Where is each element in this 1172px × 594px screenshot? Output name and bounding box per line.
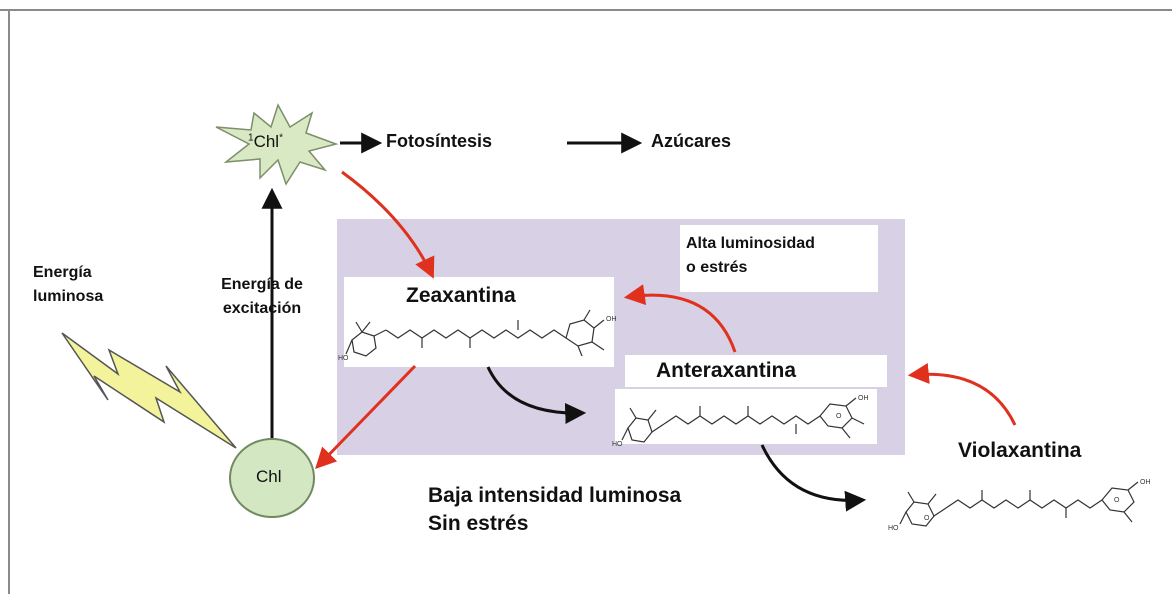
- zeaxanthin-to-antheraxanthin-arrow: [486, 366, 587, 424]
- high-light-label: Alta luminosidad o estrés: [686, 232, 815, 280]
- violaxanthin-structure: [899, 481, 1139, 527]
- antheraxanthin-label: Anteraxantina: [656, 359, 797, 382]
- light-energy-label: Energía luminosa: [33, 261, 103, 309]
- chlorophyll-label: Chl: [256, 467, 282, 486]
- svg-text:HO: HO: [888, 525, 899, 532]
- low-light-label: Baja intensidad luminosa Sin estrés: [428, 482, 681, 538]
- high-light-line-2: o estrés: [686, 259, 748, 276]
- antheraxanthin-title-box: [625, 355, 887, 387]
- svg-text:OH: OH: [606, 316, 617, 323]
- svg-text:O: O: [1114, 497, 1120, 504]
- photosynthesis-label: Fotosíntesis: [386, 131, 493, 151]
- zeaxanthin-to-chlorophyll-arrow: [315, 364, 417, 470]
- excitation-energy-line-2: excitación: [222, 300, 302, 317]
- excitation-energy-line-1: Energía de: [221, 276, 303, 293]
- zeaxanthin-structure: [345, 309, 605, 357]
- chlorophyll-circle-shape: [229, 438, 315, 518]
- light-energy-line-2: luminosa: [33, 288, 104, 305]
- svg-text:O: O: [924, 515, 930, 522]
- zeaxanthin-panel: [344, 277, 614, 367]
- zeaxanthin-label: Zeaxantina: [406, 284, 516, 307]
- excited-chlorophyll-star-shape: [215, 103, 339, 186]
- excited-chlorophyll-base: Chl: [253, 132, 280, 151]
- svg-text:OH: OH: [1140, 479, 1151, 486]
- frame-left-line: [8, 9, 10, 594]
- svg-text:OH: OH: [858, 395, 869, 402]
- svg-text:HO: HO: [338, 355, 349, 362]
- excited-to-zeaxanthin-arrow: [341, 170, 435, 279]
- violaxanthin-label: Violaxantina: [958, 439, 1082, 462]
- sugars-label: Azúcares: [651, 131, 732, 151]
- excitation-energy-label: Energía de excitación: [202, 273, 322, 321]
- excited-star-superscript: *: [279, 132, 283, 144]
- antheraxanthin-structure: [621, 397, 865, 443]
- singlet-superscript: 1: [248, 132, 254, 144]
- svg-text:HO: HO: [612, 441, 623, 448]
- svg-text:O: O: [836, 413, 842, 420]
- excited-chlorophyll-label: 1Chl*: [248, 132, 283, 152]
- high-light-label-box: [680, 225, 878, 292]
- antheraxanthin-to-zeaxanthin-arrow: [623, 284, 737, 353]
- antheraxanthin-to-violaxanthin-arrow: [760, 444, 867, 512]
- frame-top-line: [0, 9, 1172, 11]
- antheraxanthin-structure-box: [615, 389, 877, 444]
- high-light-line-1: Alta luminosidad: [686, 235, 815, 252]
- low-light-line-2: Sin estrés: [428, 512, 529, 535]
- low-light-line-1: Baja intensidad luminosa: [428, 484, 682, 507]
- light-energy-line-1: Energía: [33, 264, 92, 281]
- violaxanthin-to-antheraxanthin-arrow: [907, 363, 1017, 426]
- lightning-bolt-icon: [61, 332, 237, 449]
